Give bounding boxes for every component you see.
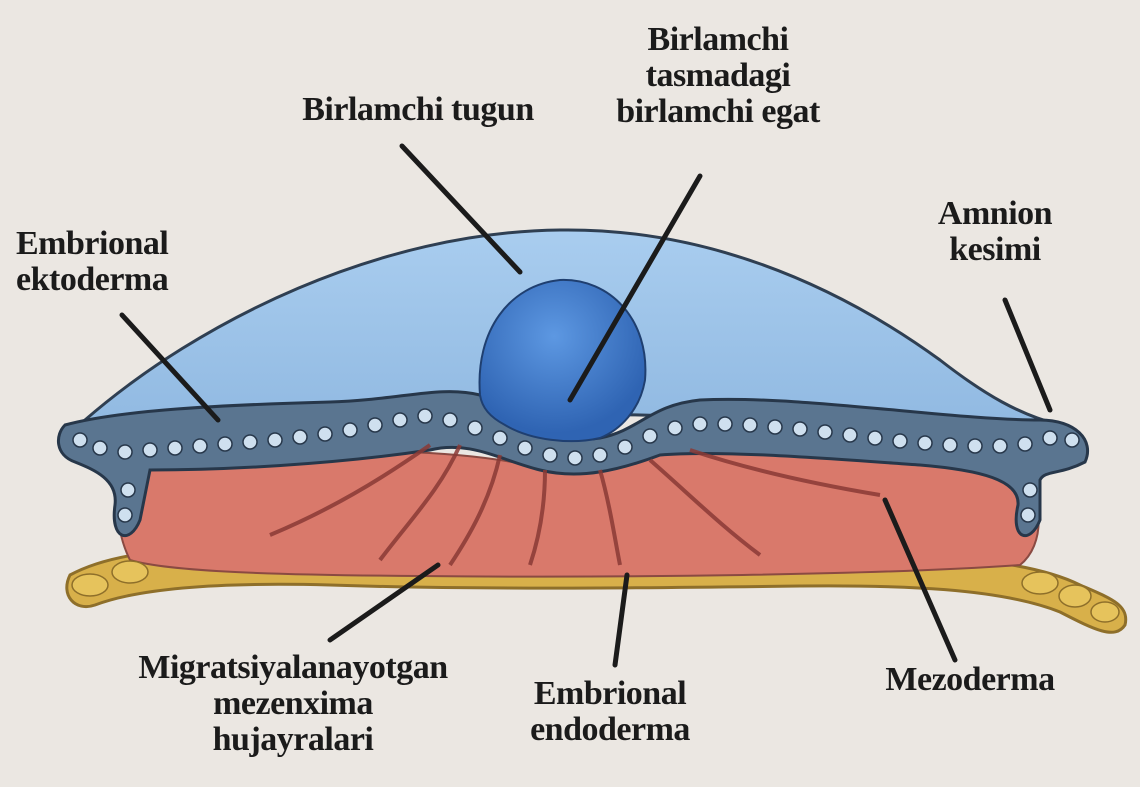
label-mesoderm: Mezoderma xyxy=(840,662,1100,698)
label-primitive-node: Birlamchi tugun xyxy=(278,92,558,128)
label-embryonic-ectoderm: Embrional ektoderma xyxy=(16,226,216,298)
label-migrating-mesenchyme: Migratsiyalanayotgan mezenxima hujayrala… xyxy=(98,650,488,758)
label-embryonic-endoderm-line-1: Embrional xyxy=(500,676,720,712)
label-primitive-groove: Birlamchi tasmadagi birlamchi egat xyxy=(588,22,848,130)
label-migrating-mesenchyme-line-3: hujayralari xyxy=(98,722,488,758)
label-migrating-mesenchyme-line-1: Migratsiyalanayotgan xyxy=(98,650,488,686)
label-primitive-groove-line-3: birlamchi egat xyxy=(588,94,848,130)
label-embryonic-endoderm-line-2: endoderma xyxy=(500,712,720,748)
label-amnion-cut-line-1: Amnion xyxy=(900,196,1090,232)
label-amnion-cut-line-2: kesimi xyxy=(900,232,1090,268)
label-embryonic-endoderm: Embrional endoderma xyxy=(500,676,720,748)
label-mesoderm-line-1: Mezoderma xyxy=(840,662,1100,698)
label-migrating-mesenchyme-line-2: mezenxima xyxy=(98,686,488,722)
label-primitive-node-line-1: Birlamchi tugun xyxy=(278,92,558,128)
label-primitive-groove-line-2: tasmadagi xyxy=(588,58,848,94)
label-primitive-groove-line-1: Birlamchi xyxy=(588,22,848,58)
label-embryonic-ectoderm-line-2: ektoderma xyxy=(16,262,216,298)
leader-amnion-cut xyxy=(1005,300,1050,410)
label-embryonic-ectoderm-line-1: Embrional xyxy=(16,226,216,262)
label-amnion-cut: Amnion kesimi xyxy=(900,196,1090,268)
